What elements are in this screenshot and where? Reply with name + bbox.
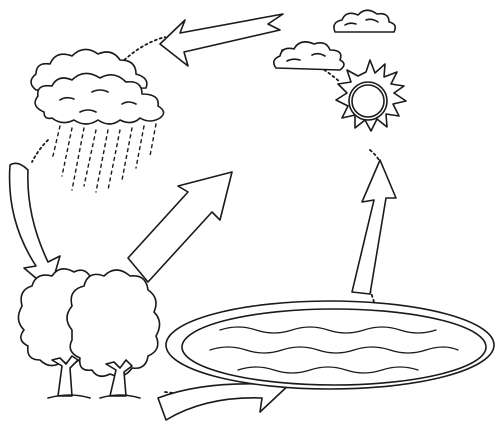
lake-icon — [165, 300, 495, 390]
runoff-arrow — [157, 367, 293, 421]
sun-icon — [335, 59, 407, 132]
evaporation-arrow — [351, 159, 397, 295]
rain-drops-icon — [51, 123, 157, 193]
small-cloud-middle-icon — [272, 41, 345, 71]
small-cloud-top-icon — [333, 9, 396, 33]
precipitation-arrow — [8, 162, 61, 291]
trees-icon — [17, 268, 161, 399]
rain-cloud-icon — [30, 48, 165, 125]
transpiration-arrow — [127, 171, 233, 283]
evaporation-to-cloud-arrow — [159, 13, 284, 67]
